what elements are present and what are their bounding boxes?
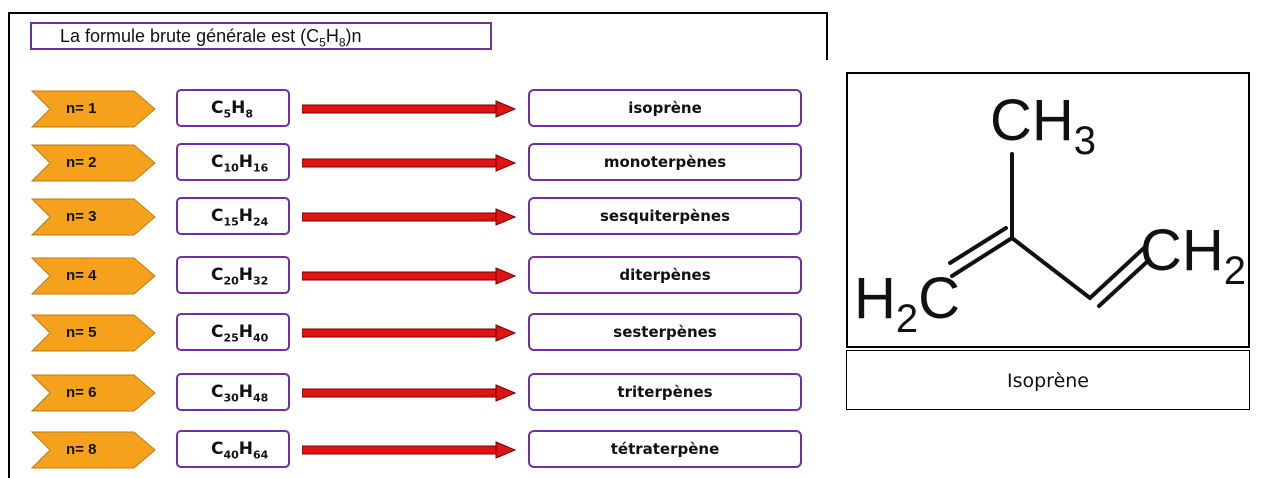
terpene-name-box: monoterpènes bbox=[528, 143, 802, 181]
hydrogen-count: 40 bbox=[253, 331, 269, 345]
hydrogen-count: 8 bbox=[245, 107, 254, 121]
methylene-double-bond-a bbox=[950, 236, 1014, 278]
n-label: n= 1 bbox=[66, 100, 97, 117]
arrow-icon bbox=[302, 441, 516, 459]
ch2-right-label: CH2 bbox=[1140, 218, 1246, 293]
carbon-count: 30 bbox=[223, 391, 239, 405]
formula-box: C10H16 bbox=[176, 143, 290, 181]
formula-box: C20H32 bbox=[176, 256, 290, 294]
isoprene-structure: CH3 CH2 H2C bbox=[846, 72, 1250, 348]
carbon-count: 25 bbox=[223, 331, 239, 345]
n-label: n= 8 bbox=[66, 441, 97, 458]
terpene-name-box: triterpènes bbox=[528, 373, 802, 411]
hydrogen-count: 24 bbox=[253, 215, 269, 229]
ch3-text: CH bbox=[990, 88, 1074, 153]
n-chevron: n= 5 bbox=[30, 314, 156, 352]
formula-box: C40H64 bbox=[176, 430, 290, 468]
terpene-row: n= 6 C30H48 triterpènes bbox=[0, 373, 830, 413]
n-label: n= 3 bbox=[66, 208, 97, 225]
ch2-right-subscript: 2 bbox=[1224, 249, 1246, 293]
hydrogen-count: 64 bbox=[253, 448, 269, 462]
n-chevron: n= 2 bbox=[30, 144, 156, 182]
chevron-shape bbox=[30, 257, 156, 295]
single-bond bbox=[1010, 236, 1092, 300]
terpene-name-box: tétraterpène bbox=[528, 430, 802, 468]
frame-divider bbox=[826, 12, 828, 60]
arrow-icon bbox=[302, 267, 516, 285]
general-formula-header: La formule brute générale est (C5H8)n bbox=[30, 22, 492, 50]
left-frame bbox=[8, 12, 828, 478]
terpene-name-box: sesquiterpènes bbox=[528, 197, 802, 235]
terpene-row: n= 3 C15H24 sesquiterpènes bbox=[0, 197, 830, 237]
structure-caption: Isoprène bbox=[846, 350, 1250, 410]
hydrogen-count: 32 bbox=[253, 274, 269, 288]
carbon-count: 10 bbox=[223, 161, 239, 175]
hydrogen-count: 16 bbox=[253, 161, 269, 175]
chevron-shape bbox=[30, 90, 156, 128]
h2c-label: H2C bbox=[854, 266, 960, 341]
h2c-subscript: 2 bbox=[896, 297, 918, 341]
ch3-subscript: 3 bbox=[1074, 119, 1096, 163]
chevron-shape bbox=[30, 144, 156, 182]
n-label: n= 6 bbox=[66, 384, 97, 401]
chevron-shape bbox=[30, 198, 156, 236]
chevron-shape bbox=[30, 431, 156, 469]
h2c-c: C bbox=[918, 266, 960, 331]
arrow-icon bbox=[302, 100, 516, 118]
arrow-icon bbox=[302, 208, 516, 226]
vinyl-double-bond-b bbox=[1097, 258, 1151, 308]
chevron-shape bbox=[30, 374, 156, 412]
formula-box: C15H24 bbox=[176, 197, 290, 235]
n-chevron: n= 3 bbox=[30, 198, 156, 236]
n-chevron: n= 8 bbox=[30, 431, 156, 469]
header-suffix: )n bbox=[345, 26, 362, 46]
arrow-icon bbox=[302, 324, 516, 342]
ch3-label: CH3 bbox=[990, 88, 1096, 163]
hydrogen-count: 48 bbox=[253, 391, 269, 405]
terpene-name-box: sesterpènes bbox=[528, 313, 802, 351]
terpene-row: n= 5 C25H40 sesterpènes bbox=[0, 313, 830, 353]
header-prefix: La formule brute générale est (C bbox=[60, 26, 320, 46]
formula-box: C5H8 bbox=[176, 89, 290, 127]
ch2-right-text: CH bbox=[1140, 218, 1224, 283]
structure-drawing: CH3 CH2 H2C bbox=[854, 88, 1246, 341]
n-chevron: n= 1 bbox=[30, 90, 156, 128]
terpene-row: n= 8 C40H64 tétraterpène bbox=[0, 430, 830, 470]
formula-box: C25H40 bbox=[176, 313, 290, 351]
carbon-count: 5 bbox=[223, 107, 232, 121]
methylene-double-bond-b bbox=[948, 226, 1008, 265]
carbon-count: 15 bbox=[223, 215, 239, 229]
terpene-name-box: diterpènes bbox=[528, 256, 802, 294]
terpene-row: n= 4 C20H32 diterpènes bbox=[0, 256, 830, 296]
arrow-icon bbox=[302, 384, 516, 402]
formula-box: C30H48 bbox=[176, 373, 290, 411]
header-sub-c: 5 bbox=[319, 35, 326, 50]
n-chevron: n= 6 bbox=[30, 374, 156, 412]
arrow-icon bbox=[302, 154, 516, 172]
carbon-count: 40 bbox=[223, 448, 239, 462]
n-label: n= 2 bbox=[66, 154, 97, 171]
header-mid: H bbox=[325, 26, 339, 46]
n-chevron: n= 4 bbox=[30, 257, 156, 295]
h2c-h: H bbox=[854, 266, 896, 331]
terpene-name-box: isoprène bbox=[528, 89, 802, 127]
header-sub-h: 8 bbox=[338, 35, 346, 50]
n-label: n= 5 bbox=[66, 324, 97, 341]
n-label: n= 4 bbox=[66, 267, 97, 284]
terpene-row: n= 2 C10H16 monoterpènes bbox=[0, 143, 830, 183]
vinyl-double-bond-a bbox=[1088, 246, 1146, 300]
terpene-row: n= 1 C5H8 isoprène bbox=[0, 89, 830, 129]
carbon-count: 20 bbox=[223, 274, 239, 288]
chevron-shape bbox=[30, 314, 156, 352]
